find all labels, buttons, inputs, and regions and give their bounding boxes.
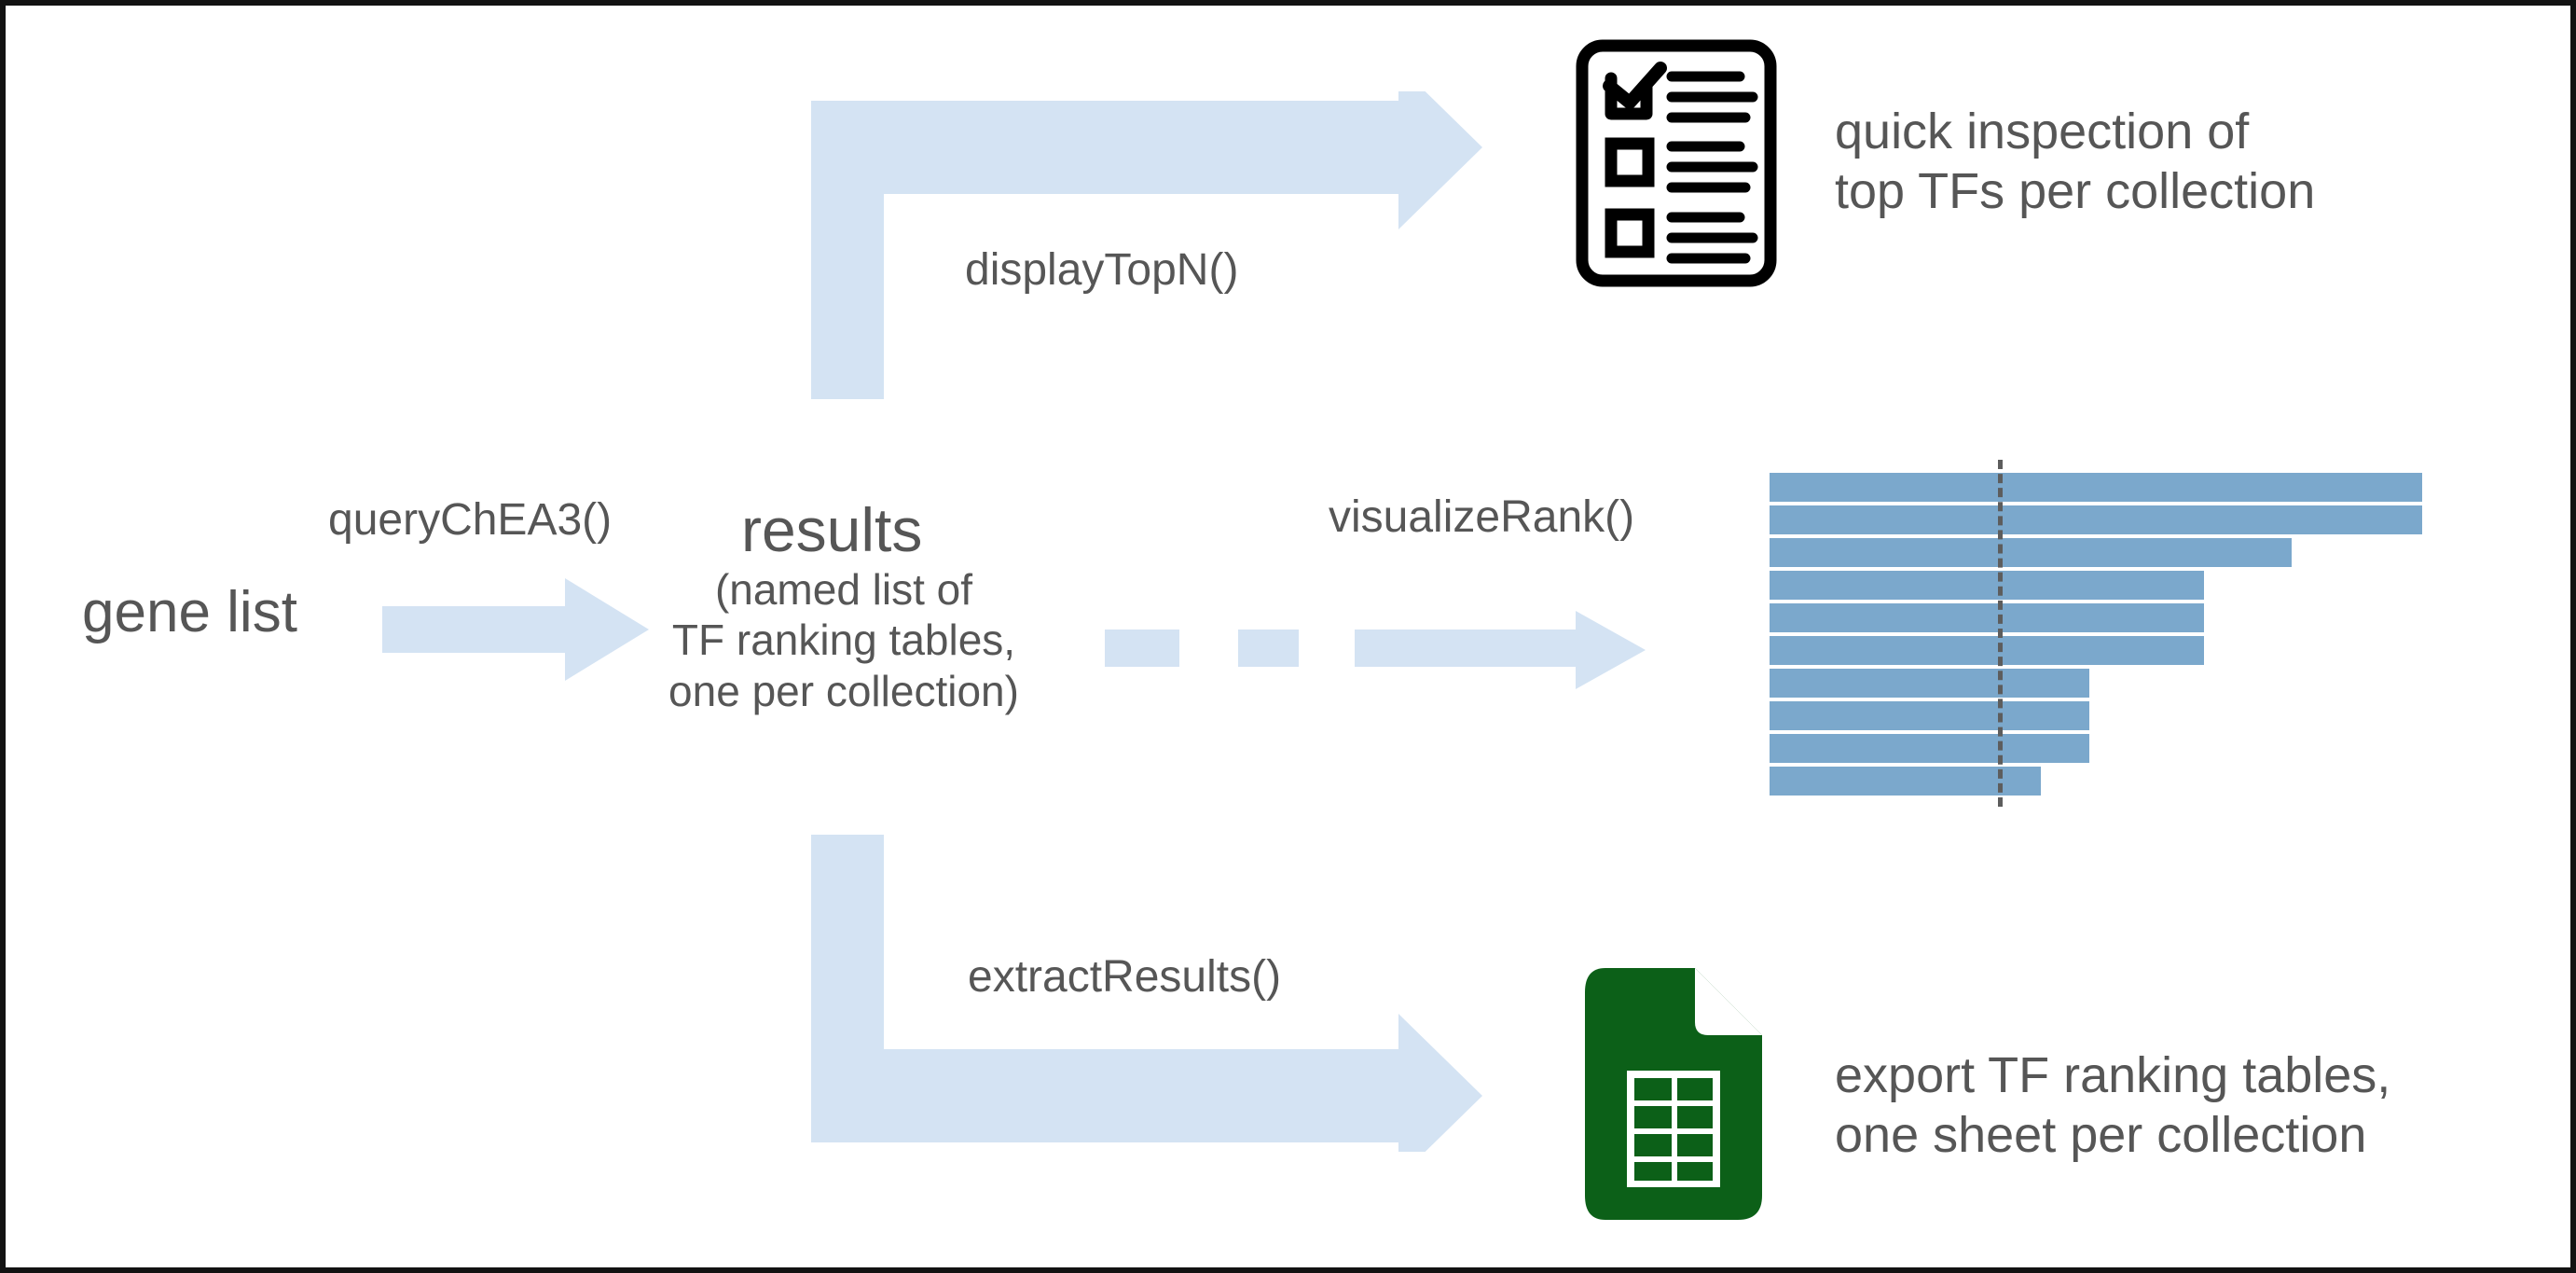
bar-row bbox=[1770, 732, 2422, 765]
horizontal-bar-chart bbox=[1770, 471, 2422, 797]
checklist-document-icon bbox=[1576, 39, 1777, 287]
chart-bar bbox=[1770, 504, 2422, 536]
edge-label-query-chea3: queryChEA3() bbox=[328, 495, 613, 545]
arrow-visualize-rank bbox=[1105, 611, 1646, 689]
chart-bar bbox=[1770, 634, 2204, 667]
chart-bar bbox=[1770, 667, 2089, 699]
spreadsheet-file-icon bbox=[1585, 968, 1762, 1220]
node-results-title: results bbox=[741, 495, 923, 564]
node-gene-list: gene list bbox=[82, 580, 297, 644]
node-results-subtitle: (named list of TF ranking tables, one pe… bbox=[668, 565, 1019, 715]
bar-row bbox=[1770, 765, 2422, 797]
chart-bar bbox=[1770, 471, 2422, 504]
edge-label-visualize-rank: visualizeRank() bbox=[1329, 492, 1635, 542]
bar-row bbox=[1770, 504, 2422, 536]
bar-row bbox=[1770, 569, 2422, 602]
bar-row bbox=[1770, 471, 2422, 504]
bar-row bbox=[1770, 602, 2422, 634]
caption-export-tables: export TF ranking tables, one sheet per … bbox=[1835, 1047, 2391, 1163]
bar-row bbox=[1770, 536, 2422, 569]
chart-bar bbox=[1770, 699, 2089, 732]
chart-bar bbox=[1770, 569, 2204, 602]
arrow-extract-results bbox=[811, 835, 1482, 1152]
arrow-query-chea3 bbox=[382, 578, 649, 681]
edge-label-extract-results: extractResults() bbox=[968, 952, 1282, 1002]
chart-bar bbox=[1770, 732, 2089, 765]
chart-bar bbox=[1770, 602, 2204, 634]
chart-reference-dashed-line bbox=[1998, 460, 2003, 807]
bar-row bbox=[1770, 699, 2422, 732]
arrow-display-top-n bbox=[811, 91, 1482, 399]
bar-row bbox=[1770, 667, 2422, 699]
caption-quick-inspection: quick inspection of top TFs per collecti… bbox=[1835, 104, 2316, 219]
edge-label-display-top-n: displayTopN() bbox=[965, 245, 1239, 295]
chart-bar bbox=[1770, 765, 2041, 797]
chart-bar bbox=[1770, 536, 2292, 569]
bar-row bbox=[1770, 634, 2422, 667]
